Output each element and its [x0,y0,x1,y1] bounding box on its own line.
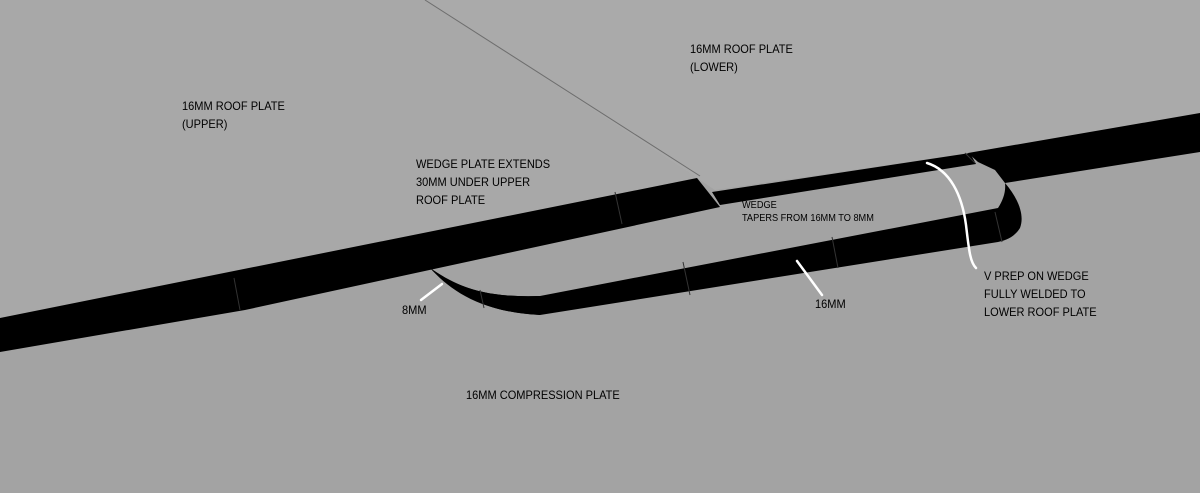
wedge-taper-label: WEDGE TAPERS FROM 16MM TO 8MM [742,199,874,225]
compression-plate-label: 16MM COMPRESSION PLATE [466,388,620,402]
upper-plate-label: 16MM ROOF PLATE (UPPER) [182,97,285,133]
v-prep-line-2: FULLY WELDED TO [984,287,1086,301]
upper-plate-surface [0,0,697,318]
leader-lines [419,161,978,302]
thin-dimension-label: 8MM [402,303,427,317]
segment-lines [233,152,1003,311]
v-prep-label: V PREP ON WEDGE FULLY WELDED TO LOWER RO… [984,267,1097,321]
wedge-taper-line-1: WEDGE [742,200,777,211]
v-prep-line-3: LOWER ROOF PLATE [984,305,1097,319]
v-prep-line-1: V PREP ON WEDGE [984,269,1089,283]
lower-plate-label-line-2: (LOWER) [690,60,738,74]
thick-dimension-label: 16MM [815,297,846,311]
v-prep-leader [925,161,978,270]
wedge-taper-line-2: TAPERS FROM 16MM TO 8MM [742,213,874,224]
upper-roof-plate-surface [425,0,1200,190]
upper-plate-label-line-2: (UPPER) [182,117,228,131]
upper-roof-plate-section [0,178,720,352]
upper-plate-label-line-1: 16MM ROOF PLATE [182,99,285,113]
thick-dim-leader [795,259,824,297]
lower-plate-label-line-1: 16MM ROOF PLATE [690,42,793,56]
wedge-extends-label: WEDGE PLATE EXTENDS 30MM UNDER UPPER ROO… [416,155,550,209]
wedge-extends-line-2: 30MM UNDER UPPER [416,175,531,189]
wedge-extends-line-1: WEDGE PLATE EXTENDS [416,157,551,171]
compression-plate-section [245,183,1022,315]
lower-roof-plate-section [968,113,1200,183]
wedge-extends-line-3: ROOF PLATE [416,193,486,207]
thin-dim-leader [419,282,444,302]
plate-edge-line [424,0,701,177]
lower-plate-label: 16MM ROOF PLATE (LOWER) [690,40,793,76]
wedge-section [712,153,976,205]
compression-plate-section-outer [430,268,540,315]
